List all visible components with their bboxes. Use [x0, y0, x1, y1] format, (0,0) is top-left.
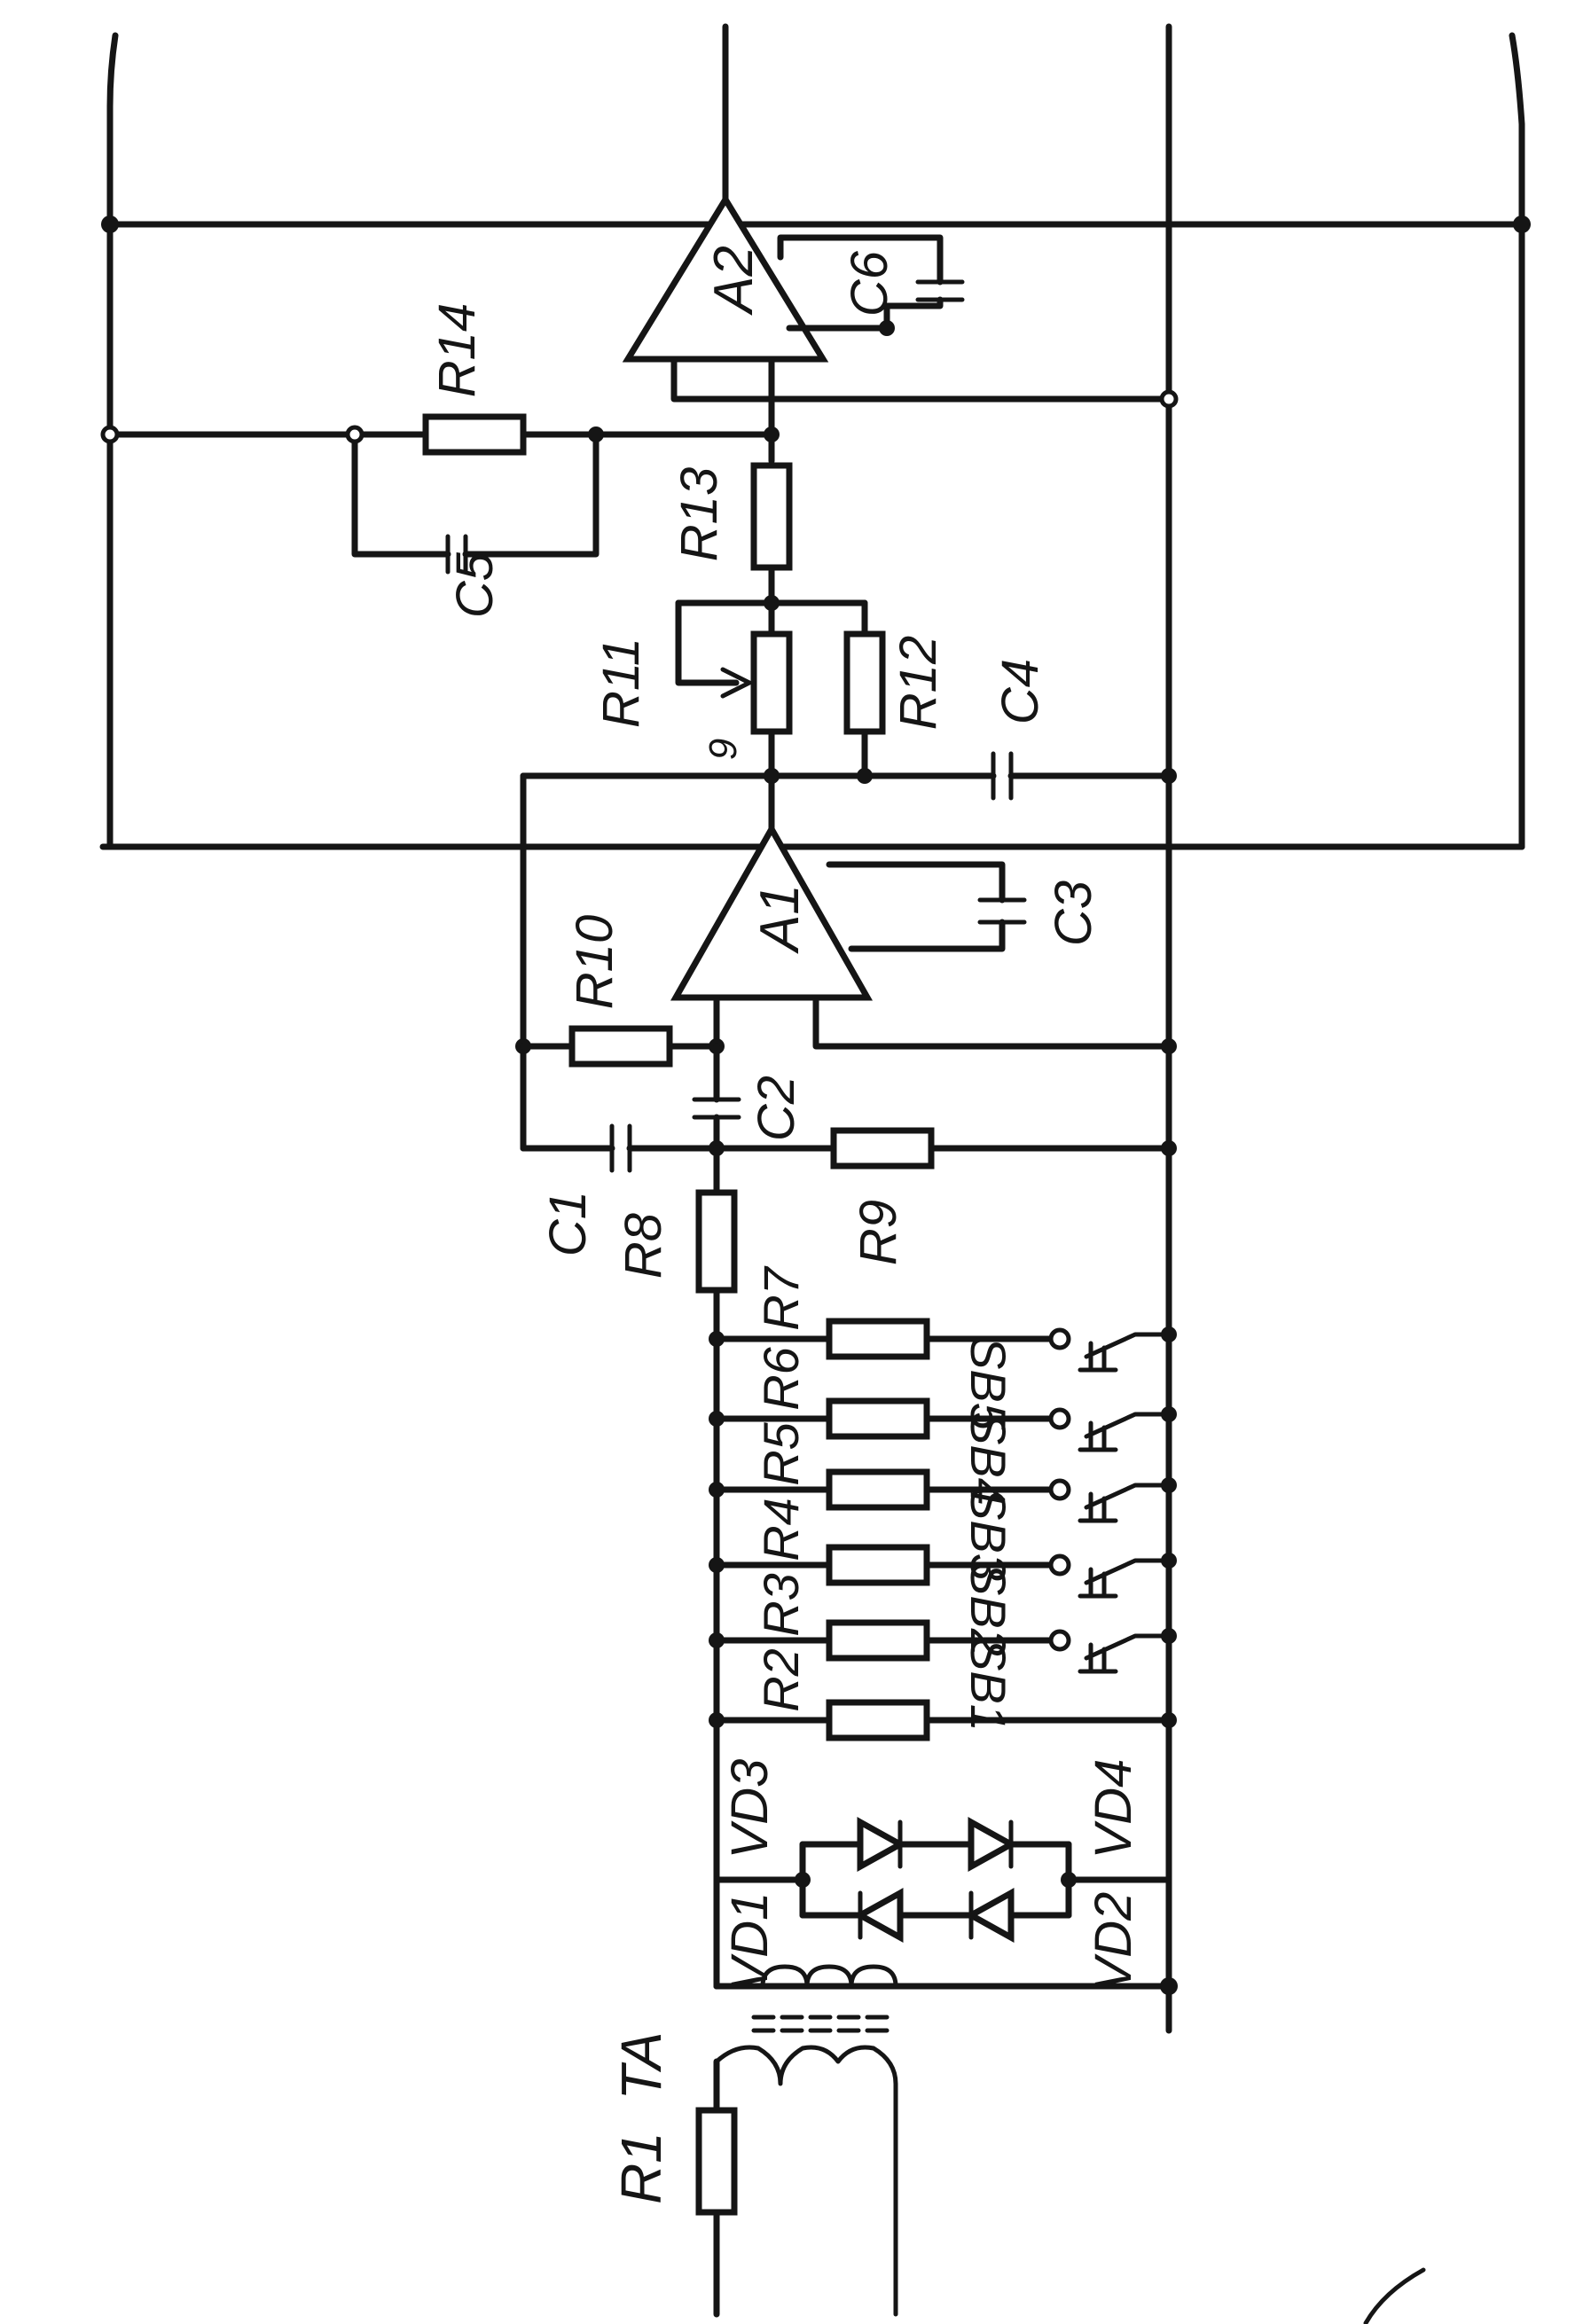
r11-r12-r13-network: R13 R11 R12 9 C4 [520, 462, 1177, 833]
label-SB1: SB1 [960, 1638, 1016, 1732]
opamp-A1-section: A1 C3 R10 C2 C1 R9 [515, 772, 1177, 1342]
resistor-R9 [830, 1127, 935, 1170]
label-C6: C6 [841, 250, 898, 317]
label-SB4: SB4 [960, 1412, 1016, 1506]
resistor-R2 [826, 1699, 930, 1741]
label-R6: R6 [753, 1346, 809, 1410]
resistor-R10 [568, 1025, 673, 1068]
label-C3: C3 [1045, 880, 1102, 946]
label-R4: R4 [753, 1498, 809, 1561]
label-R9: R9 [850, 1200, 907, 1265]
label-C2: C2 [748, 1076, 805, 1141]
label-A1: A1 [749, 884, 811, 955]
label-R7: R7 [753, 1265, 809, 1330]
label-TA: TA [609, 2031, 673, 2100]
r14-c5-network: R14 C5 [100, 303, 780, 618]
resistor-R7 [826, 1318, 930, 1360]
label-C1: C1 [539, 1191, 597, 1256]
current-transformer-TA: TA R1 [609, 1964, 1172, 2318]
diode-bridge: VD3 VD1 VD4 VD2 [713, 1717, 1172, 1992]
label-R2: R2 [753, 1648, 809, 1712]
label-R5: R5 [753, 1421, 809, 1485]
label-VD3: VD3 [721, 1759, 779, 1859]
label-R10: R10 [566, 915, 623, 1009]
label-R14: R14 [428, 303, 486, 397]
diode-VD2 [964, 1888, 1015, 1943]
diode-VD4 [968, 1817, 1018, 1872]
label-R13: R13 [670, 467, 728, 561]
resistor-R4 [826, 1544, 930, 1586]
resistor-R5 [826, 1468, 930, 1511]
diode-VD1 [853, 1888, 904, 1943]
label-SB5: SB5 [960, 1336, 1016, 1431]
label-C5: C5 [446, 552, 504, 618]
label-SB2: SB2 [960, 1562, 1016, 1656]
pen-stroke-mark [1363, 2267, 1426, 2324]
range-switch-ladder: R7 R6 R5 R4 R3 R2 SB5 SB4 SB3 SB2 SB1 [709, 1265, 1177, 1990]
label-VD4: VD4 [1085, 1759, 1142, 1859]
junctions [101, 215, 1531, 1995]
diode-VD3 [857, 1817, 907, 1872]
label-SB3: SB3 [960, 1487, 1016, 1581]
label-R12: R12 [890, 636, 947, 730]
label-R1: R1 [609, 2132, 673, 2204]
label-A2: A2 [703, 246, 764, 317]
resistor-R13 [750, 462, 793, 571]
potentiometer-R11 [750, 630, 793, 735]
label-R11: R11 [592, 638, 650, 728]
resistor-R6 [826, 1397, 930, 1440]
opamp-A2-section: A2 C6 [622, 193, 1179, 465]
resistor-R8 [695, 1189, 738, 1294]
power-rails [99, 23, 1525, 2034]
resistor-R3 [826, 1619, 930, 1662]
label-node-9: 9 [701, 739, 745, 760]
label-VD1: VD1 [721, 1892, 779, 1992]
opamp-A1 [670, 822, 874, 1001]
resistor-R1 [695, 2107, 738, 2216]
label-VD2: VD2 [1085, 1892, 1142, 1992]
opamp-A2 [622, 193, 829, 363]
label-R3: R3 [753, 1573, 809, 1637]
label-R8: R8 [615, 1213, 672, 1279]
label-C4: C4 [991, 659, 1049, 724]
resistor-R14 [422, 413, 527, 456]
resistor-R12 [843, 630, 886, 735]
